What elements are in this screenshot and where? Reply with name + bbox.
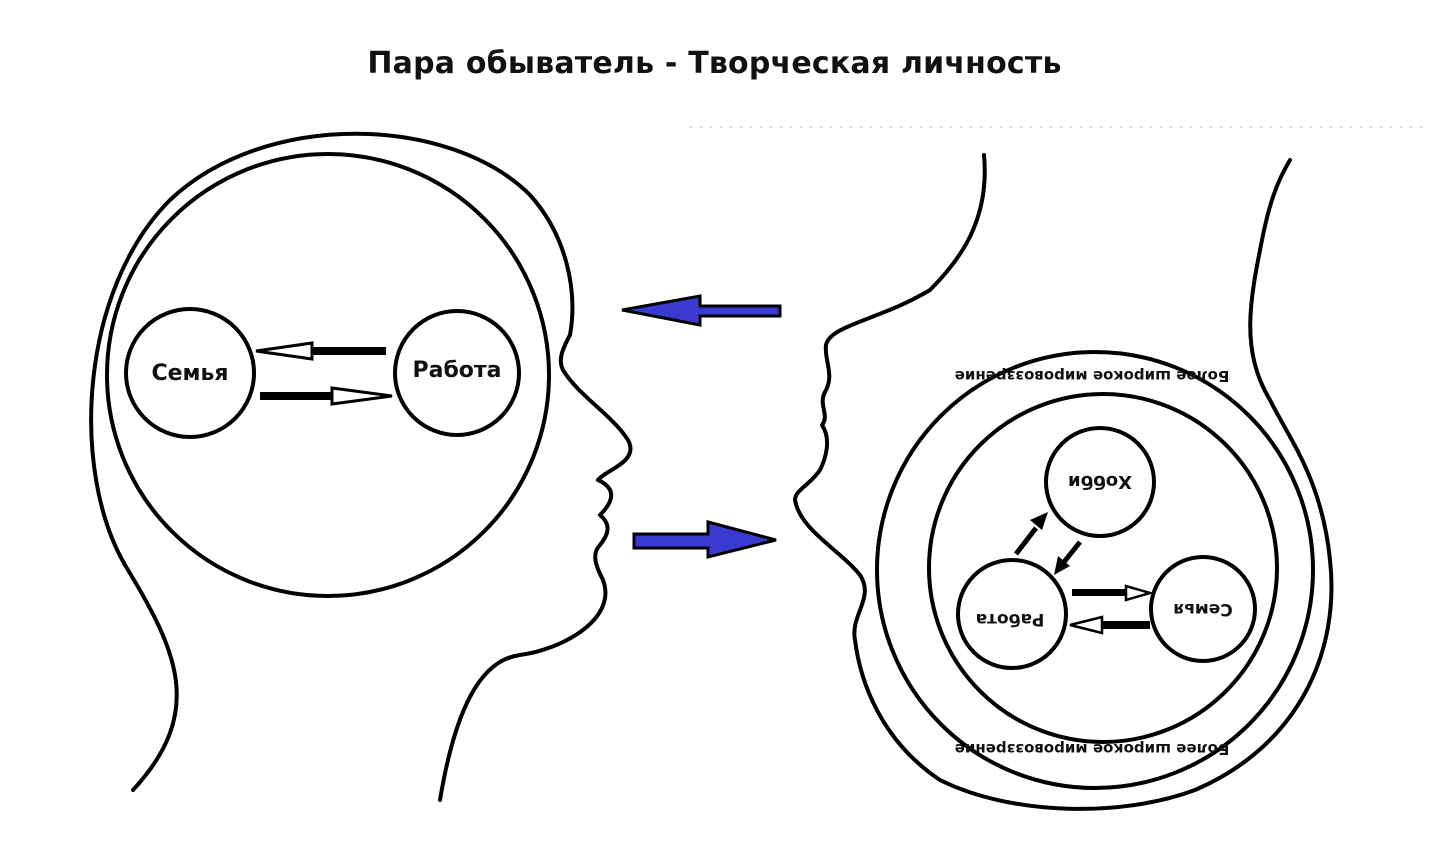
right-head — [793, 153, 1334, 811]
diagram-title: Пара обыватель - Творческая личность — [367, 46, 1062, 81]
arrow-to-right-head — [632, 520, 777, 559]
right-family-label: Семья — [1173, 599, 1233, 619]
arrow-to-left-head — [621, 294, 782, 327]
left-arrow-to-family — [255, 341, 386, 361]
left-family-label: Семья — [151, 361, 228, 386]
right-arrow-work-to-family — [1072, 584, 1155, 602]
right-arrow-family-to-work — [1069, 615, 1150, 635]
left-head — [89, 131, 633, 802]
right-arrow-work-to-hobby — [1014, 512, 1048, 556]
right-outer-ring — [875, 350, 1315, 790]
right-work-circle — [956, 558, 1068, 670]
left-arrow-to-work — [260, 386, 393, 406]
left-work-label: Работа — [412, 358, 501, 383]
left-mind-circle — [105, 152, 551, 598]
left-head-outline — [89, 131, 633, 802]
right-mind-circle — [927, 392, 1279, 744]
right-work-label: Работа — [976, 609, 1045, 629]
right-arrow-hobby-to-work — [1054, 540, 1082, 575]
left-family-circle — [124, 307, 256, 439]
right-head-outline — [793, 153, 1334, 811]
right-outer-ring-label-bottom: Более широкое мировоззрение — [955, 740, 1230, 758]
right-hobby-circle — [1044, 426, 1156, 538]
right-outer-ring-label-top: Более широкое мировоззрение — [955, 367, 1230, 385]
left-work-circle — [393, 309, 521, 437]
right-family-circle — [1149, 555, 1257, 663]
right-hobby-label: Хобби — [1068, 471, 1132, 492]
